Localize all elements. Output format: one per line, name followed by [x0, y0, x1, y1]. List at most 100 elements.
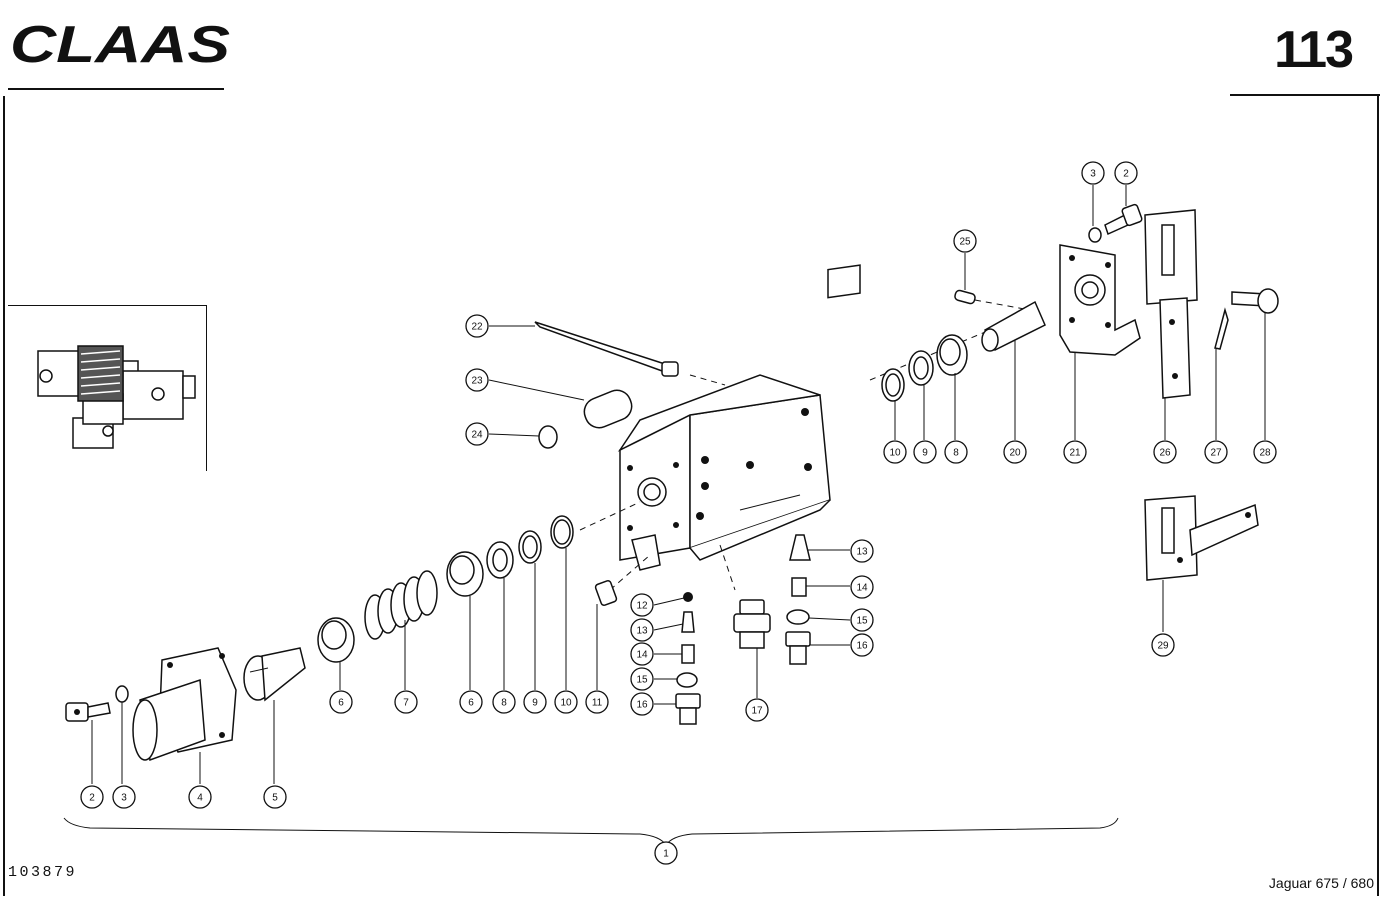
assembly-overview-illustration	[37, 345, 196, 449]
part-cap-6-right	[446, 551, 484, 597]
logo-rule	[8, 88, 224, 90]
svg-text:8: 8	[953, 448, 959, 459]
callout-21: 21	[1063, 440, 1087, 464]
svg-text:17: 17	[751, 706, 763, 717]
page-number: 113	[1274, 21, 1354, 79]
svg-text:10: 10	[889, 448, 901, 459]
svg-text:14: 14	[636, 650, 648, 661]
callout-10: 10	[554, 690, 578, 714]
part-screw-2-right	[1104, 203, 1143, 236]
svg-text:28: 28	[1259, 448, 1271, 459]
callout-6: 6	[459, 690, 483, 714]
part-ball-12	[683, 592, 693, 602]
svg-text:8: 8	[501, 698, 507, 709]
callout-16: 16	[850, 633, 874, 657]
callout-24: 24	[465, 422, 489, 446]
assembly-overview-inset	[8, 305, 207, 471]
part-cotter-pin-27	[1214, 307, 1229, 350]
part-spring-14-left	[681, 644, 695, 664]
svg-text:13: 13	[856, 547, 868, 558]
part-sleeve-11	[594, 580, 618, 606]
part-bolt-long-22	[534, 321, 679, 377]
svg-text:7: 7	[403, 698, 409, 709]
part-pin-13-right	[789, 534, 811, 561]
part-pin-25	[954, 289, 976, 305]
callout-2: 2	[80, 785, 104, 809]
callout-28: 28	[1253, 440, 1277, 464]
svg-text:9: 9	[922, 448, 928, 459]
callout-13: 13	[850, 539, 874, 563]
part-seal-15-right	[786, 609, 810, 625]
part-spring-14-right	[791, 577, 807, 597]
claas-logo-text: CLAAS	[10, 18, 230, 68]
callout-10: 10	[883, 440, 907, 464]
svg-text:15: 15	[636, 675, 648, 686]
callout-8: 8	[492, 690, 516, 714]
svg-text:6: 6	[338, 698, 344, 709]
part-rings-10-9-8-right	[881, 334, 968, 402]
callout-23: 23	[465, 368, 489, 392]
svg-text:2: 2	[89, 793, 95, 804]
svg-text:12: 12	[636, 601, 648, 612]
part-plug-16-right	[785, 631, 811, 665]
callout-4: 4	[188, 785, 212, 809]
callout-11: 11	[585, 690, 609, 714]
svg-text:1: 1	[663, 849, 669, 860]
callout-14: 14	[850, 575, 874, 599]
svg-text:5: 5	[272, 793, 278, 804]
svg-text:13: 13	[636, 626, 648, 637]
model-name: Jaguar 675 / 680	[1268, 875, 1374, 891]
valve-body	[617, 264, 861, 571]
part-shaft-20	[981, 300, 1046, 352]
svg-text:29: 29	[1157, 641, 1169, 652]
callout-12: 12	[630, 593, 654, 617]
callout-2: 2	[1114, 161, 1138, 185]
svg-text:3: 3	[1090, 169, 1096, 180]
callout-20: 20	[1003, 440, 1027, 464]
callout-13: 13	[630, 618, 654, 642]
callout-5: 5	[263, 785, 287, 809]
svg-text:22: 22	[471, 322, 483, 333]
claas-logo: CLAAS	[10, 18, 230, 68]
part-fork-29	[1144, 495, 1259, 581]
part-bracket-21	[1059, 244, 1141, 356]
callout-9: 9	[523, 690, 547, 714]
svg-text:4: 4	[197, 793, 203, 804]
assembly-brace	[63, 817, 1119, 846]
svg-text:14: 14	[856, 583, 868, 594]
part-cap-6-left	[317, 617, 355, 663]
part-fork-26	[1144, 209, 1198, 399]
svg-text:26: 26	[1159, 448, 1171, 459]
callout-22: 22	[465, 314, 489, 338]
svg-text:10: 10	[560, 698, 572, 709]
callout-7: 7	[394, 690, 418, 714]
svg-text:6: 6	[468, 698, 474, 709]
callout-15: 15	[630, 667, 654, 691]
left-border	[3, 96, 5, 896]
svg-text:23: 23	[471, 376, 483, 387]
callout-3: 3	[1081, 161, 1105, 185]
part-seal-15-left	[676, 672, 698, 688]
drawing-number: 103879	[8, 864, 78, 881]
svg-text:11: 11	[592, 698, 603, 709]
svg-text:27: 27	[1210, 448, 1222, 459]
callout-29: 29	[1151, 633, 1175, 657]
part-pin-13-left	[681, 611, 695, 633]
leader-lines	[91, 185, 1266, 784]
callout-9: 9	[913, 440, 937, 464]
part-washer-3-left	[115, 685, 129, 703]
svg-text:21: 21	[1069, 448, 1081, 459]
callout-25: 25	[953, 229, 977, 253]
callout-15: 15	[850, 608, 874, 632]
right-border	[1377, 96, 1379, 896]
part-fitting-17	[733, 599, 771, 649]
callout-6: 6	[329, 690, 353, 714]
callout-16: 16	[630, 692, 654, 716]
callout-26: 26	[1153, 440, 1177, 464]
svg-text:9: 9	[532, 698, 538, 709]
svg-text:20: 20	[1009, 448, 1021, 459]
part-cover-4	[132, 647, 237, 762]
callout-14: 14	[630, 642, 654, 666]
svg-text:3: 3	[121, 793, 127, 804]
